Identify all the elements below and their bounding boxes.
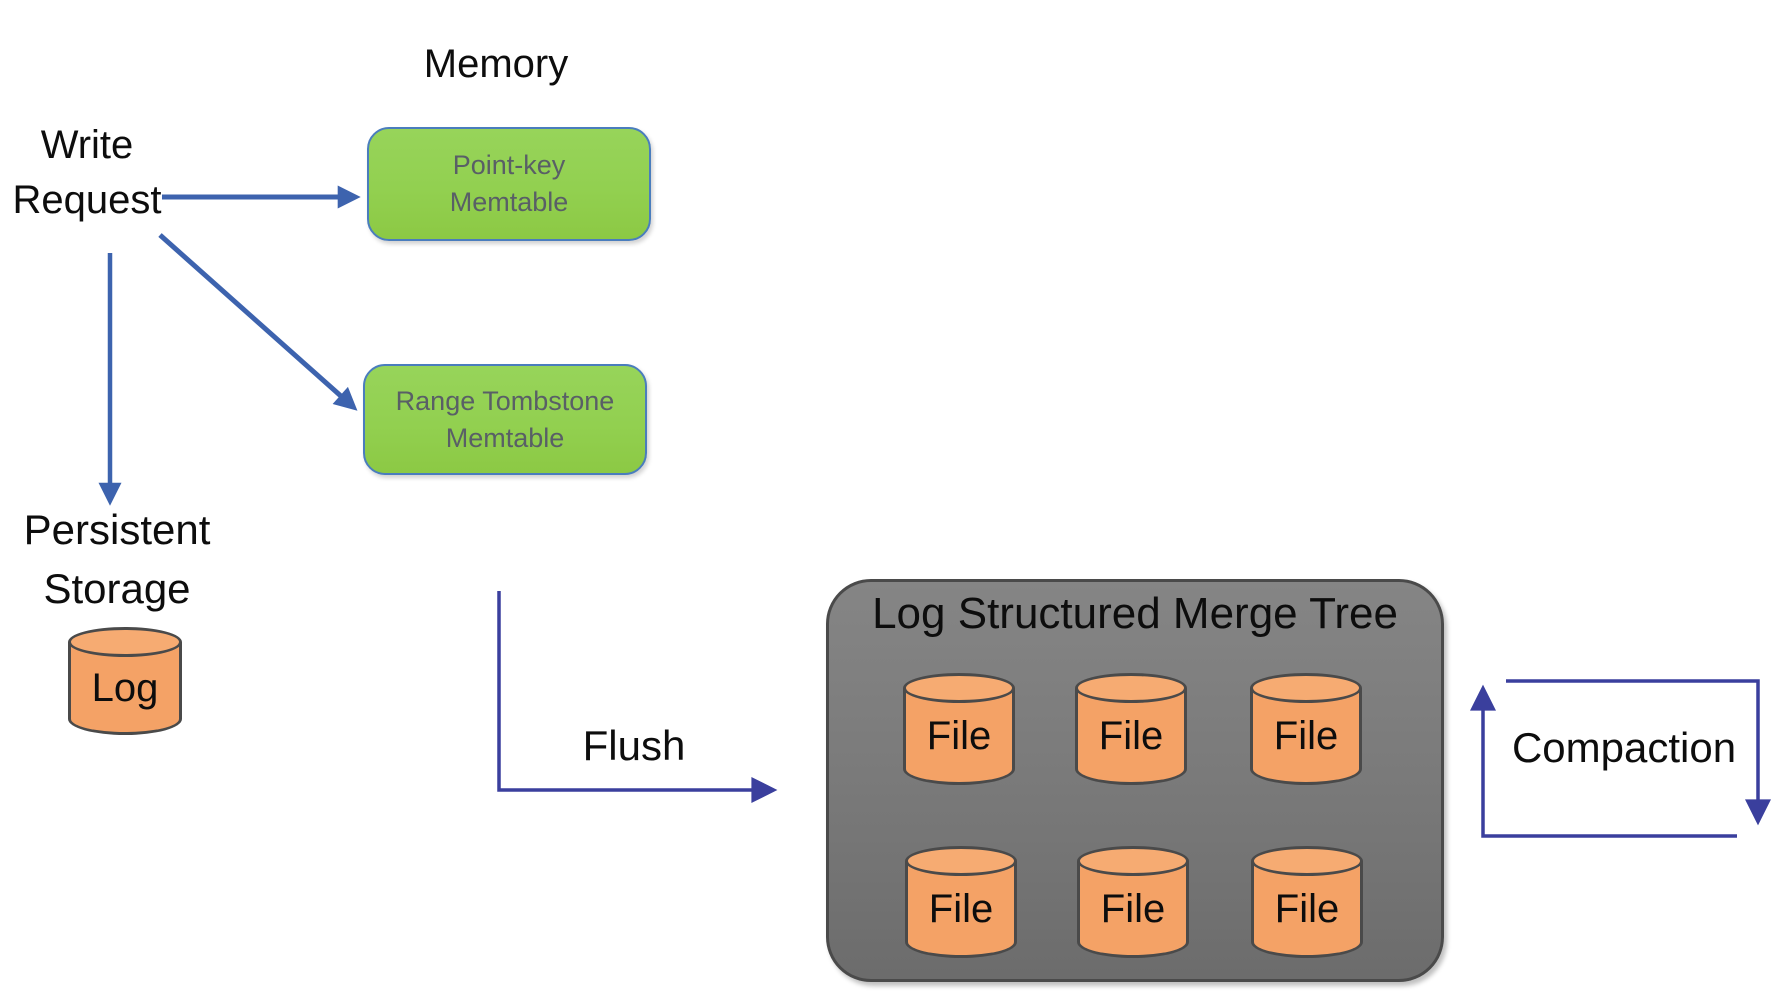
- lsm-tree-title: Log Structured Merge Tree: [872, 589, 1398, 638]
- file-cylinder-label: File: [926, 713, 992, 758]
- pointkey-memtable-box: Point-key Memtable: [367, 127, 651, 241]
- range-tombstone-memtable-label: Range Tombstone Memtable: [395, 385, 615, 453]
- cylinder-top-ellipse: [903, 673, 1015, 703]
- file-cylinder-label: File: [928, 886, 994, 931]
- file-cylinder: File: [905, 846, 1017, 958]
- cylinder-top-ellipse: [1075, 673, 1187, 703]
- cylinder-top-ellipse: [68, 627, 182, 657]
- file-cylinder: File: [1075, 673, 1187, 785]
- range-tombstone-memtable-box: Range Tombstone Memtable: [363, 364, 647, 475]
- cylinder-body: [1075, 688, 1187, 785]
- log-cylinder-label: Log: [91, 665, 159, 710]
- file-cylinder: File: [1250, 673, 1362, 785]
- write-to-rangetombstone-arrow: [158, 233, 358, 411]
- compaction-label: Compaction: [1511, 724, 1737, 771]
- cylinder-body: [68, 642, 182, 735]
- compaction-arrow-down: [1506, 679, 1771, 826]
- file-cylinder: File: [1251, 846, 1363, 958]
- cylinder-body: [905, 861, 1017, 958]
- memory-label: Memory: [423, 42, 569, 86]
- file-cylinder-label: File: [1273, 713, 1339, 758]
- log-cylinder: Log: [68, 627, 182, 735]
- flush-label: Flush: [582, 722, 686, 769]
- file-cylinder: File: [1077, 846, 1189, 958]
- pointkey-memtable-label: Point-key Memtable: [449, 150, 569, 217]
- file-cylinder-label: File: [1098, 713, 1164, 758]
- lsm-tree-box: Log Structured Merge Tree File File File…: [826, 579, 1444, 982]
- compaction-arrow-up: [1470, 684, 1737, 838]
- cylinder-body: [1250, 688, 1362, 785]
- flush-arrow: [497, 591, 778, 803]
- file-cylinder-label: File: [1274, 886, 1340, 931]
- cylinder-body: [1251, 861, 1363, 958]
- persistent-storage-label: Persistent Storage: [23, 506, 211, 612]
- cylinder-top-ellipse: [1251, 846, 1363, 876]
- cylinder-body: [903, 688, 1015, 785]
- file-cylinder: File: [903, 673, 1015, 785]
- cylinder-body: [1077, 861, 1189, 958]
- write-request-label: Write Request: [12, 123, 162, 222]
- cylinder-top-ellipse: [1250, 673, 1362, 703]
- file-cylinder-label: File: [1100, 886, 1166, 931]
- cylinder-top-ellipse: [1077, 846, 1189, 876]
- cylinder-top-ellipse: [905, 846, 1017, 876]
